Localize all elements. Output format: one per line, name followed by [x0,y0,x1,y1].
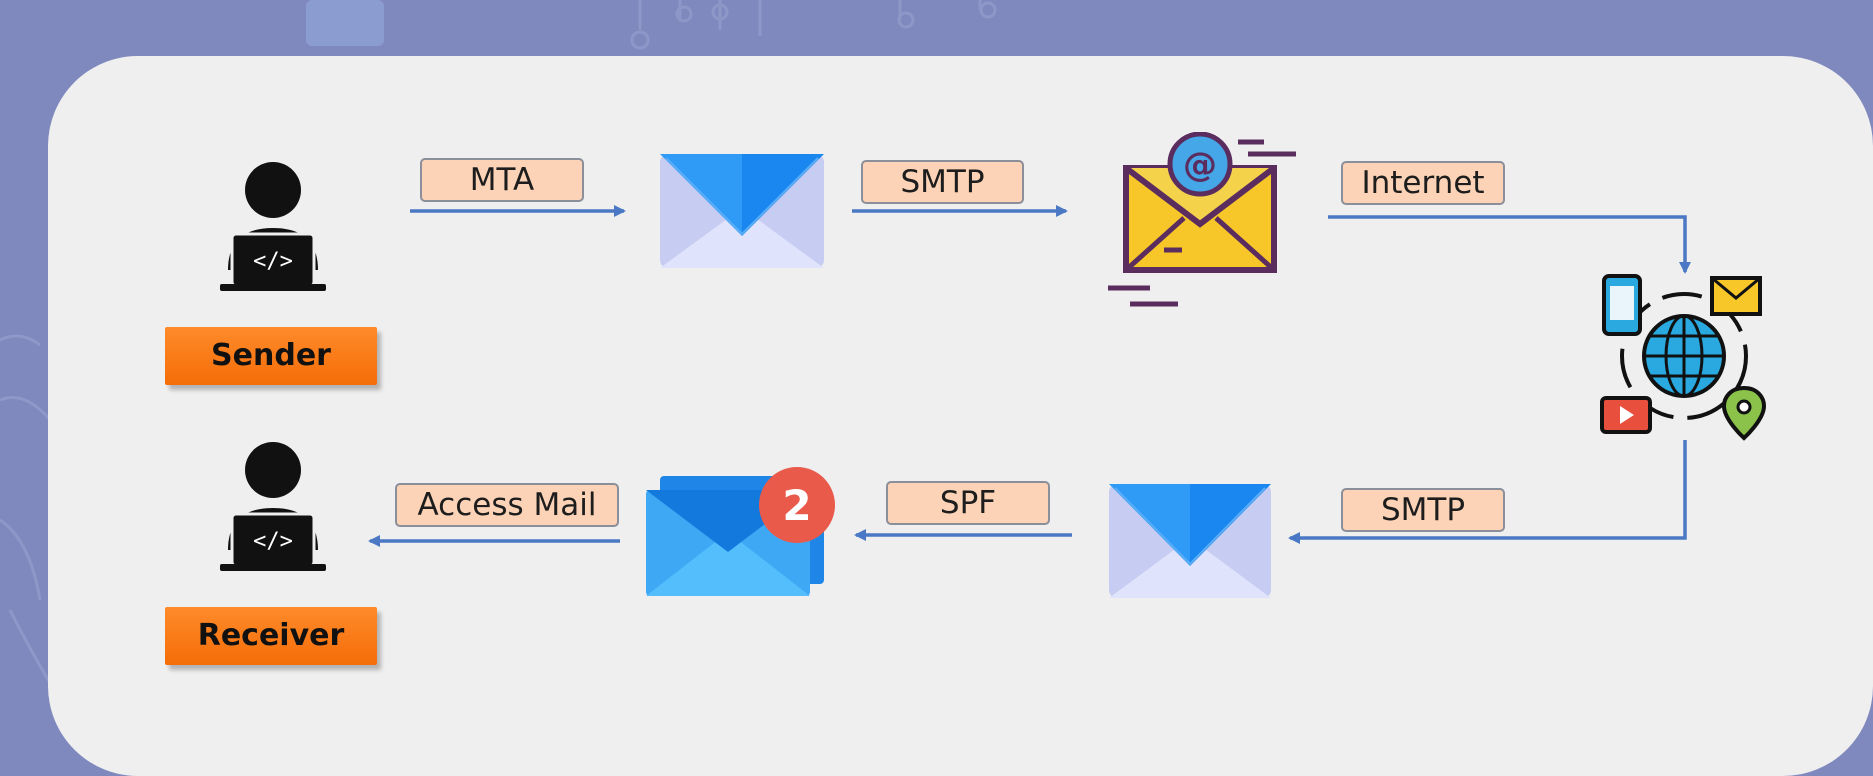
notification-badge-count: 2 [782,481,811,530]
internet-globe-icon [1600,274,1767,441]
smtp-inbound-label: SMTP [1341,488,1505,532]
svg-text:</>: </> [253,529,293,554]
sender-label: Sender [165,327,377,385]
internet-label: Internet [1341,161,1505,205]
arrow-internet-to-receiving-mta [1288,440,1687,544]
envelope-icon [1109,484,1271,598]
developer-person-icon: </> [220,442,326,571]
spf-label: SPF [886,481,1050,525]
developer-person-icon: </> [220,162,326,291]
envelope-icon [660,154,824,268]
notification-badge: 2 [759,467,835,543]
svg-text:@: @ [1183,145,1217,185]
receiver-label: Receiver [165,607,377,665]
arrow-server-to-internet [1328,215,1691,274]
svg-text:</>: </> [253,249,293,274]
access-mail-label: Access Mail [395,483,619,527]
email-at-icon: @ [1108,132,1296,307]
flow-arrows [368,205,1691,547]
smtp-outbound-label: SMTP [861,160,1024,204]
mta-label: MTA [420,158,584,202]
